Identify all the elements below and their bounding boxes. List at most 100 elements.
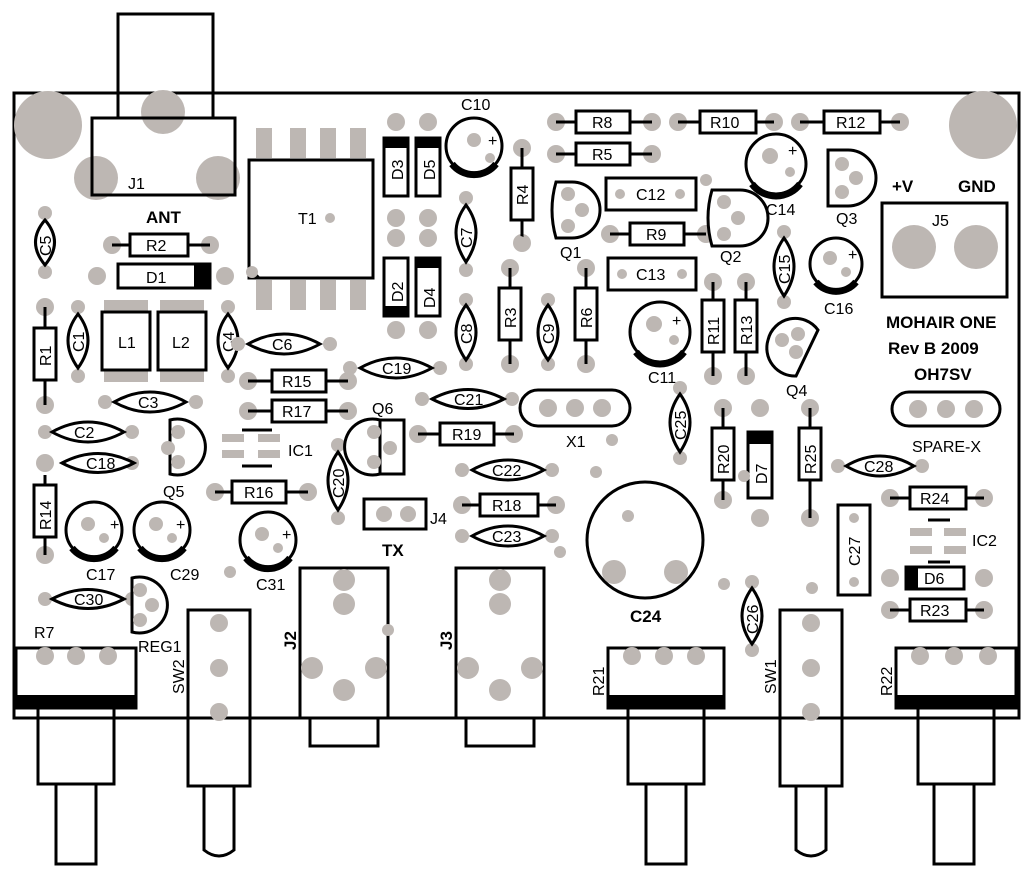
power-connector-j5: +V GND J5	[880, 177, 1009, 299]
c26-label: C26	[745, 605, 762, 634]
c2-label: C2	[74, 425, 95, 442]
r12-label: R12	[836, 115, 865, 132]
resistor-r11: R11	[700, 273, 726, 385]
cap-c4: C4	[216, 300, 240, 383]
resistor-r18: R18	[453, 492, 565, 518]
transistor-q6: Q6	[343, 401, 406, 477]
cap-c17: + C17	[64, 500, 124, 584]
j2-label: J2	[281, 631, 300, 650]
c17-label: C17	[86, 567, 115, 584]
sw2-label: SW2	[171, 659, 188, 694]
c3-label: C3	[138, 395, 159, 412]
c29-label: C29	[170, 567, 199, 584]
t1-label: T1	[298, 211, 317, 228]
resistor-r25: R25	[797, 399, 823, 527]
c11-label: C11	[648, 370, 676, 387]
transistor-q5: Q5	[161, 417, 207, 501]
r16-label: R16	[244, 485, 273, 502]
c5-label: C5	[38, 235, 55, 256]
r14-label: R14	[38, 501, 55, 530]
c19-label: C19	[382, 361, 411, 378]
c23-label: C23	[492, 529, 521, 546]
r6-label: R6	[579, 307, 596, 328]
c16-label: C16	[824, 301, 853, 318]
diode-d3: D3	[382, 113, 410, 227]
resistor-r14: R14	[32, 454, 58, 564]
resistor-r15: R15	[239, 368, 357, 394]
switch-sw2: SW2	[171, 608, 252, 858]
svg-text:+: +	[176, 517, 185, 534]
r5-label: R5	[592, 147, 613, 164]
c6-label: C6	[272, 337, 293, 354]
cap-c9: C9	[536, 293, 560, 371]
c31-label: C31	[256, 577, 285, 594]
r13-label: R13	[739, 316, 756, 345]
r18-label: R18	[492, 498, 521, 515]
resistor-r9: R9	[601, 221, 715, 247]
resistor-r16: R16	[206, 479, 317, 505]
c18-label: C18	[86, 456, 115, 473]
cap-c11: + C11	[628, 300, 692, 387]
cap-c13: C13	[606, 256, 698, 292]
cap-c7: C7	[454, 191, 478, 277]
svg-text:+: +	[110, 517, 119, 534]
ant-label: ANT	[146, 208, 182, 227]
cap-c26: C26	[740, 575, 764, 657]
resistor-r10: R10	[669, 109, 783, 135]
c13-label: C13	[636, 267, 665, 284]
d6-label: D6	[924, 571, 945, 588]
r23-label: R23	[920, 603, 949, 620]
cap-c5: C5	[34, 206, 56, 279]
cap-c2: C2	[38, 420, 139, 444]
sw1-label: SW1	[763, 659, 780, 694]
spare-x-label: SPARE-X	[912, 439, 981, 456]
mounting-hole	[14, 91, 82, 159]
q6-label: Q6	[372, 401, 393, 418]
resistor-r13: R13	[733, 273, 759, 385]
cap-c8: C8	[454, 293, 478, 371]
j4-label: J4	[430, 511, 447, 528]
cap-c30: C30	[38, 588, 139, 610]
d2-label: D2	[390, 281, 407, 302]
c8-label: C8	[459, 323, 476, 344]
c28-label: C28	[864, 459, 893, 476]
c25-label: C25	[673, 411, 690, 440]
c20-label: C20	[331, 469, 348, 498]
r19-label: R19	[452, 427, 481, 444]
r2-label: R2	[146, 238, 167, 255]
r25-label: R25	[803, 445, 820, 474]
reg1-label: REG1	[138, 639, 182, 656]
r24-label: R24	[920, 491, 949, 508]
board-callsign: OH7SV	[914, 365, 972, 384]
cap-c21: C21	[415, 388, 519, 410]
ic1-label: IC1	[288, 443, 313, 460]
diode-d5: D5	[414, 113, 442, 227]
transistor-q2: Q2	[706, 188, 770, 266]
cap-c1: C1	[66, 300, 90, 383]
cap-c27: C27	[836, 503, 872, 597]
spare-crystal: SPARE-X	[890, 390, 1002, 456]
r11-label: R11	[706, 317, 723, 345]
r15-label: R15	[282, 374, 311, 391]
svg-text:+: +	[488, 133, 497, 150]
r4-label: R4	[515, 184, 532, 205]
cap-c3: C3	[98, 390, 203, 414]
resistor-r23: R23	[881, 597, 993, 623]
j1-label: J1	[128, 176, 145, 193]
c14-label: C14	[766, 202, 795, 219]
tx-label: TX	[382, 541, 404, 560]
r17-label: R17	[282, 404, 311, 421]
d4-label: D4	[422, 287, 439, 308]
cap-c16: + C16	[808, 236, 864, 318]
pot-r7: R7	[14, 625, 138, 866]
ic-ic2: IC2	[910, 518, 997, 564]
q1-label: Q1	[560, 245, 581, 262]
cap-c10: + C10	[444, 97, 504, 179]
vias	[224, 174, 818, 636]
pot-r21: R21	[591, 646, 726, 866]
header-j4: J4 TX	[362, 497, 447, 560]
svg-text:+: +	[672, 313, 681, 330]
cap-c31: + C31	[238, 510, 298, 594]
cap-c6: C6	[231, 332, 337, 356]
cap-c12: C12	[604, 176, 698, 212]
